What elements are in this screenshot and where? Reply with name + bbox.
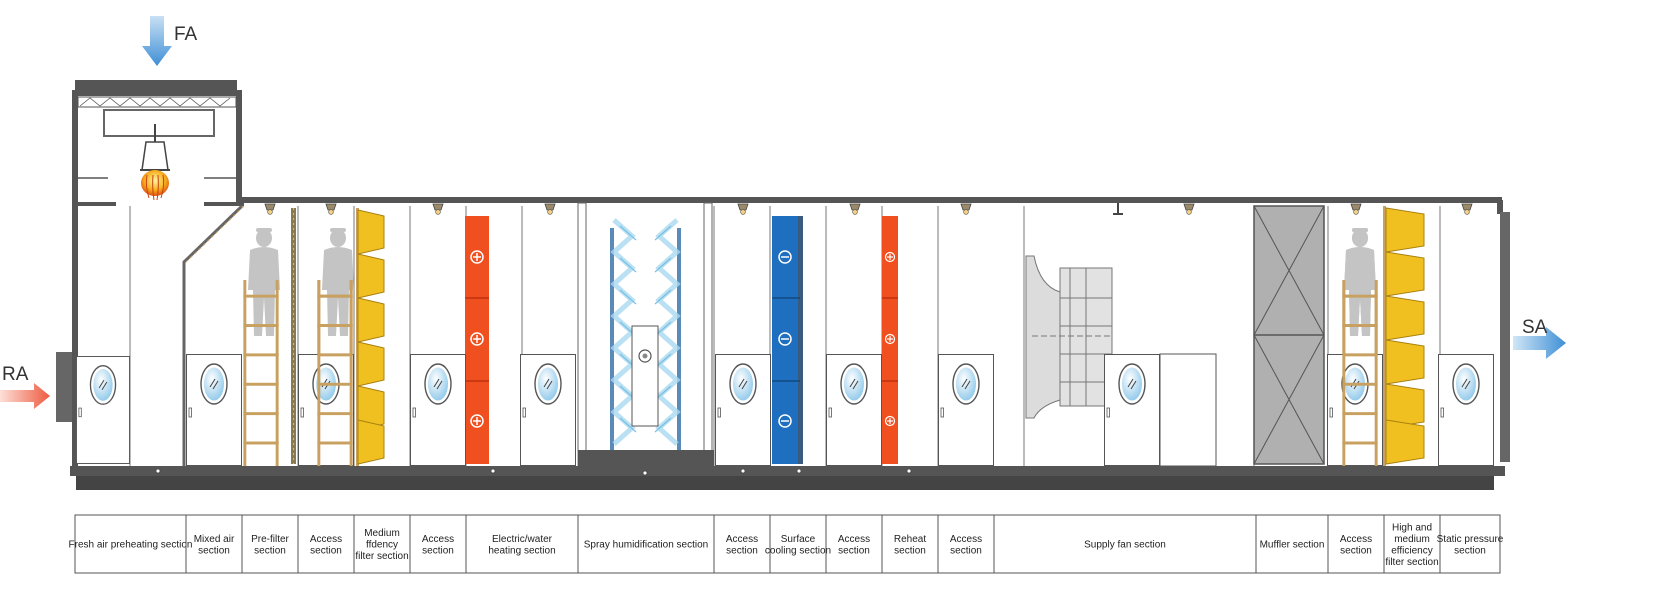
access-door xyxy=(186,354,242,466)
section-label: Static pressure xyxy=(1437,534,1504,545)
section-label: medium xyxy=(1394,534,1430,545)
fa-label: FA xyxy=(174,24,198,45)
section-label: section xyxy=(950,545,982,556)
minus-icon xyxy=(778,250,792,428)
section-label: Access xyxy=(422,534,454,545)
spray-humidifier xyxy=(577,202,714,468)
reheat-coil xyxy=(882,216,898,464)
section-label: Surface xyxy=(781,534,816,545)
section-label: Access xyxy=(950,534,982,545)
section-label: section xyxy=(310,545,342,556)
technicians xyxy=(248,228,1376,336)
section-label: efficiency xyxy=(1391,545,1433,556)
ra-label: RA xyxy=(2,364,29,385)
water-tank xyxy=(578,450,714,468)
section-label: section xyxy=(1454,545,1486,556)
drain-points xyxy=(155,468,912,476)
section-label: heating section xyxy=(488,545,555,556)
access-door xyxy=(410,354,466,466)
preheater-burner xyxy=(140,124,170,201)
section-label: Access xyxy=(1340,534,1372,545)
access-door xyxy=(1438,354,1494,466)
section-label: Pre-filter xyxy=(251,534,289,545)
fa-arrow: FA xyxy=(142,16,198,66)
pre-filter-media xyxy=(291,208,296,464)
person-icon xyxy=(248,228,280,336)
section-label: ffdency xyxy=(366,540,398,551)
access-door xyxy=(826,354,882,466)
access-doors xyxy=(76,353,1494,467)
heating-coil xyxy=(465,216,489,464)
section-label: section xyxy=(726,545,758,556)
section-label: section xyxy=(422,545,454,556)
section-label: Electric/water xyxy=(492,534,553,545)
section-label: section xyxy=(198,545,230,556)
access-door xyxy=(1104,354,1160,466)
section-label: Supply fan section xyxy=(1084,540,1166,551)
section-label: filter section xyxy=(355,551,408,562)
access-door xyxy=(298,354,354,466)
section-label: Mixed air xyxy=(194,534,235,545)
medium-efficiency-filter-bags xyxy=(356,208,385,466)
sa-label: SA xyxy=(1522,317,1548,338)
section-label: section xyxy=(838,545,870,556)
access-door xyxy=(715,354,771,466)
section-label: Fresh air preheating section xyxy=(69,540,193,551)
access-door xyxy=(938,354,994,466)
muffler xyxy=(1253,205,1325,465)
section-label: Access xyxy=(310,534,342,545)
base-frame xyxy=(76,476,1494,490)
section-label: section xyxy=(1340,545,1372,556)
access-door xyxy=(520,354,576,466)
access-door xyxy=(1327,354,1383,466)
high-medium-efficiency-filter-bags xyxy=(1383,206,1425,466)
section-label: Muffler section xyxy=(1260,540,1325,551)
ra-arrow: RA xyxy=(0,364,50,409)
access-door xyxy=(76,355,130,465)
cooling-coil xyxy=(772,216,803,464)
section-label: section xyxy=(894,545,926,556)
section-label: High and xyxy=(1392,522,1432,533)
access-door-blank xyxy=(1159,353,1217,467)
fresh-air-hood xyxy=(75,80,237,96)
plus-icon xyxy=(884,251,896,427)
section-label: Spray humidification section xyxy=(584,540,709,551)
section-label: section xyxy=(254,545,286,556)
plus-icon xyxy=(470,250,484,428)
section-label: Reheat xyxy=(894,534,926,545)
person-icon xyxy=(322,228,354,336)
section-label: filter section xyxy=(1385,557,1438,568)
ahu-casing xyxy=(56,80,1510,490)
table-frame xyxy=(74,514,1501,574)
sa-arrow: SA xyxy=(1513,317,1566,359)
supply-fan xyxy=(1025,255,1113,419)
section-label: Medium xyxy=(364,528,400,539)
section-label: Access xyxy=(838,534,870,545)
section-label: cooling section xyxy=(765,545,831,556)
section-label: Access xyxy=(726,534,758,545)
